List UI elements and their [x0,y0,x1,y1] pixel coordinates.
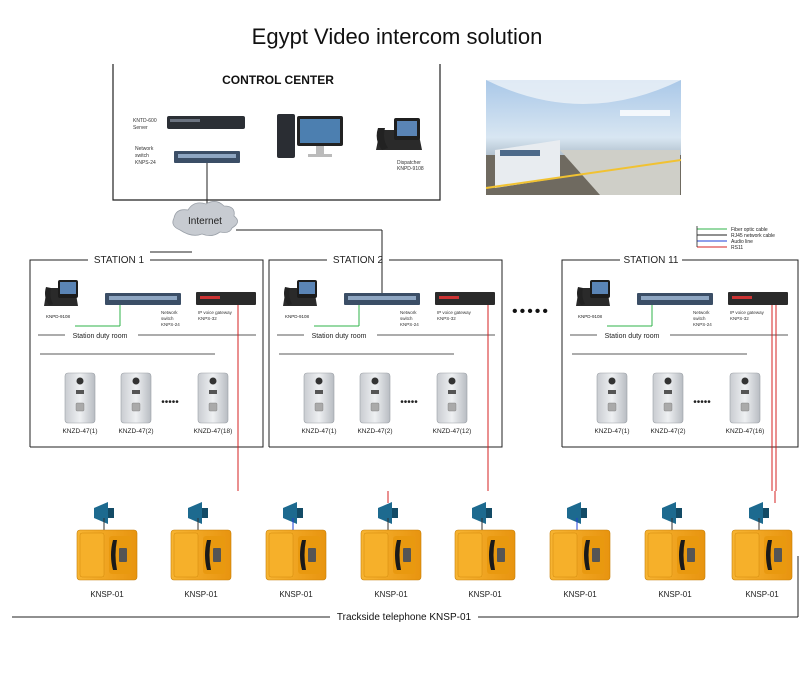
trackside-phone-label: KNSP-01 [745,590,779,599]
horn-speaker-icon [378,502,392,524]
handset-icon [300,540,306,570]
video-intercom-terminal [197,372,229,424]
legend-label: Fiber optic cable [731,227,768,233]
voice-gateway-icon [728,292,788,305]
station-phone-label: KNPD-9108 [578,314,603,319]
video-intercom-terminal [596,372,628,424]
video-intercom-terminal [436,372,468,424]
handset-icon [489,540,495,570]
station-title: STATION 2 [333,255,384,266]
handset-icon [111,540,117,570]
station-title: STATION 1 [94,255,145,266]
trackside-phone-label: KNSP-01 [279,590,313,599]
video-intercom-terminal [359,372,391,424]
terminal-label: KNZD-47(1) [62,428,97,435]
station-phone-label: KNPD-9108 [285,314,310,319]
trackside-phone [265,502,327,581]
trackside-phone-label: KNSP-01 [374,590,408,599]
trackside-label: Trackside telephone KNSP-01 [337,612,472,623]
station-duty-room-label: Station duty room [73,333,128,340]
horn-speaker-icon [567,502,581,524]
station-duty-room-label: Station duty room [312,333,367,340]
horn-speaker-icon [283,502,297,524]
video-intercom-terminal [64,372,96,424]
trackside-phone [360,502,422,581]
horn-speaker-icon [472,502,486,524]
video-intercom-terminal [120,372,152,424]
legend-label: RJ45 network cable [731,233,775,239]
stations-ellipsis: ••••• [512,303,550,320]
terminal-label: KNZD-47(1) [594,428,629,435]
trackside-phone-label: KNSP-01 [658,590,692,599]
terminal-label: KNZD-47(16) [726,428,765,435]
terminal-label: KNZD-47(1) [301,428,336,435]
voice-gateway-icon [196,292,256,305]
terminals-ellipsis: ••••• [161,397,179,408]
control-center-label: CONTROL CENTER [222,73,334,87]
terminal-label: KNZD-47(18) [194,428,233,435]
server-device [167,116,245,129]
trackside-phone [454,502,516,581]
dispatcher-phone-icon [376,118,422,150]
handset-icon [584,540,590,570]
video-intercom-terminal [303,372,335,424]
diagram-title: Egypt Video intercom solution [252,24,543,49]
computer-icon [277,114,343,158]
terminal-label: KNZD-47(2) [650,428,685,435]
trackside-phone [644,502,706,581]
terminals-ellipsis: ••••• [693,397,711,408]
station-duty-room-label: Station duty room [605,333,660,340]
legend-label: RS11 [731,245,743,251]
handset-icon [766,540,772,570]
internet-label: Internet [188,216,222,227]
voice-gateway-icon [435,292,495,305]
horn-speaker-icon [749,502,763,524]
control-switch-device [174,151,240,163]
trackside-phone-label: KNSP-01 [468,590,502,599]
legend-label: Audio line [731,239,753,245]
trackside-phone [76,502,138,581]
trackside-phone [170,502,232,581]
horn-speaker-icon [94,502,108,524]
station-phone-label: KNPD-9108 [46,314,71,319]
horn-speaker-icon [188,502,202,524]
trackside-phone [549,502,611,581]
internet-cloud: Internet [172,201,238,236]
trackside-phone-label: KNSP-01 [563,590,597,599]
handset-icon [395,540,401,570]
metro-station-photo [485,80,682,195]
terminals-ellipsis: ••••• [400,397,418,408]
handset-icon [205,540,211,570]
trackside-phone-label: KNSP-01 [90,590,124,599]
trackside-phone-label: KNSP-01 [184,590,218,599]
station-title: STATION 11 [623,255,678,266]
trackside-bracket: Trackside telephone KNSP-01 [12,556,799,623]
terminal-label: KNZD-47(2) [118,428,153,435]
video-intercom-terminal [729,372,761,424]
trackside-phones-group: KNSP-01 KNSP-01 KNSP-01 KNSP-01 KNSP-01 KNSP-… [76,491,793,599]
trackside-phone [731,502,793,581]
handset-icon [679,540,685,570]
horn-speaker-icon [662,502,676,524]
video-intercom-terminal [652,372,684,424]
terminal-label: KNZD-47(2) [357,428,392,435]
terminal-label: KNZD-47(12) [433,428,472,435]
